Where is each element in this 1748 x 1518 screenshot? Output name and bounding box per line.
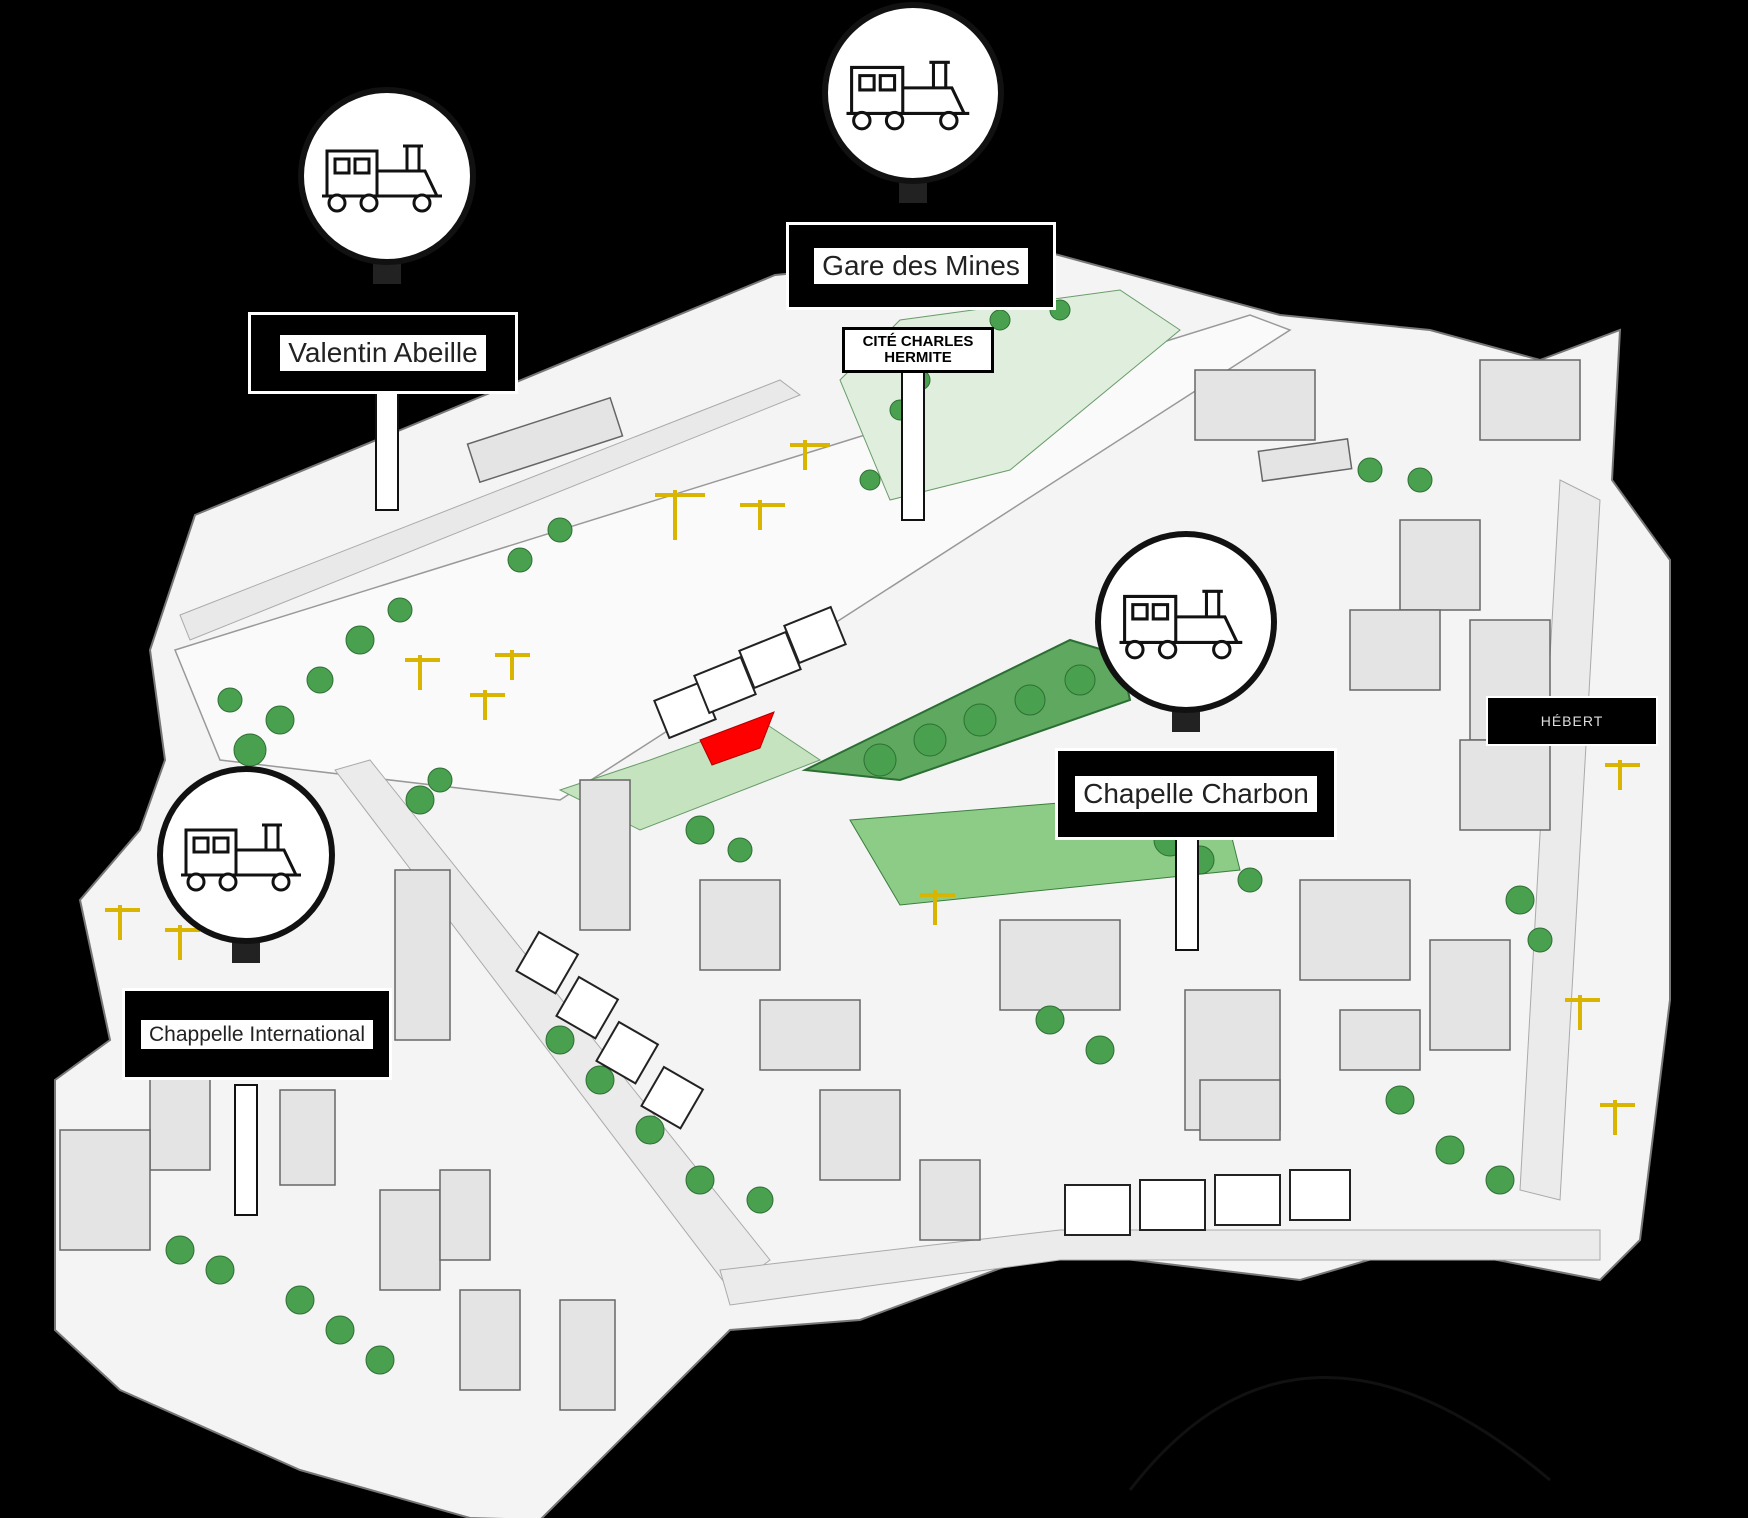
street-sign-hebert: HÉBERT	[1486, 696, 1658, 746]
station-name: Chapelle Charbon	[1075, 776, 1317, 812]
street-sign-text: HÉBERT	[1540, 713, 1604, 729]
street-sign-cite-charles-hermite: CITÉ CHARLES HERMITE	[842, 327, 994, 373]
main-avenue	[179, 379, 802, 641]
street-sign-line: HERMITE	[884, 349, 952, 366]
station-label-chappelle-international: Chappelle International	[122, 988, 392, 1080]
compass-arc	[1128, 1376, 1551, 1491]
tourist-train-middle	[515, 930, 705, 1130]
tourist-train-upper	[653, 605, 847, 740]
building-blocks	[59, 359, 1581, 1411]
station-label-chapelle-charbon: Chapelle Charbon	[1055, 748, 1337, 840]
station-label-valentin-abeille: Valentin Abeille	[248, 312, 518, 394]
highlighted-plot	[699, 711, 775, 766]
station-name: Chappelle International	[141, 1019, 373, 1049]
lower-street	[719, 1229, 1601, 1306]
station-label-gare-des-mines: Gare des Mines	[786, 222, 1056, 310]
station-name: Gare des Mines	[814, 248, 1028, 284]
east-road	[1519, 479, 1601, 1201]
tourist-train-lower	[1064, 1169, 1351, 1236]
street-sign-line: CITÉ CHARLES	[862, 332, 974, 350]
station-name: Valentin Abeille	[280, 335, 486, 371]
